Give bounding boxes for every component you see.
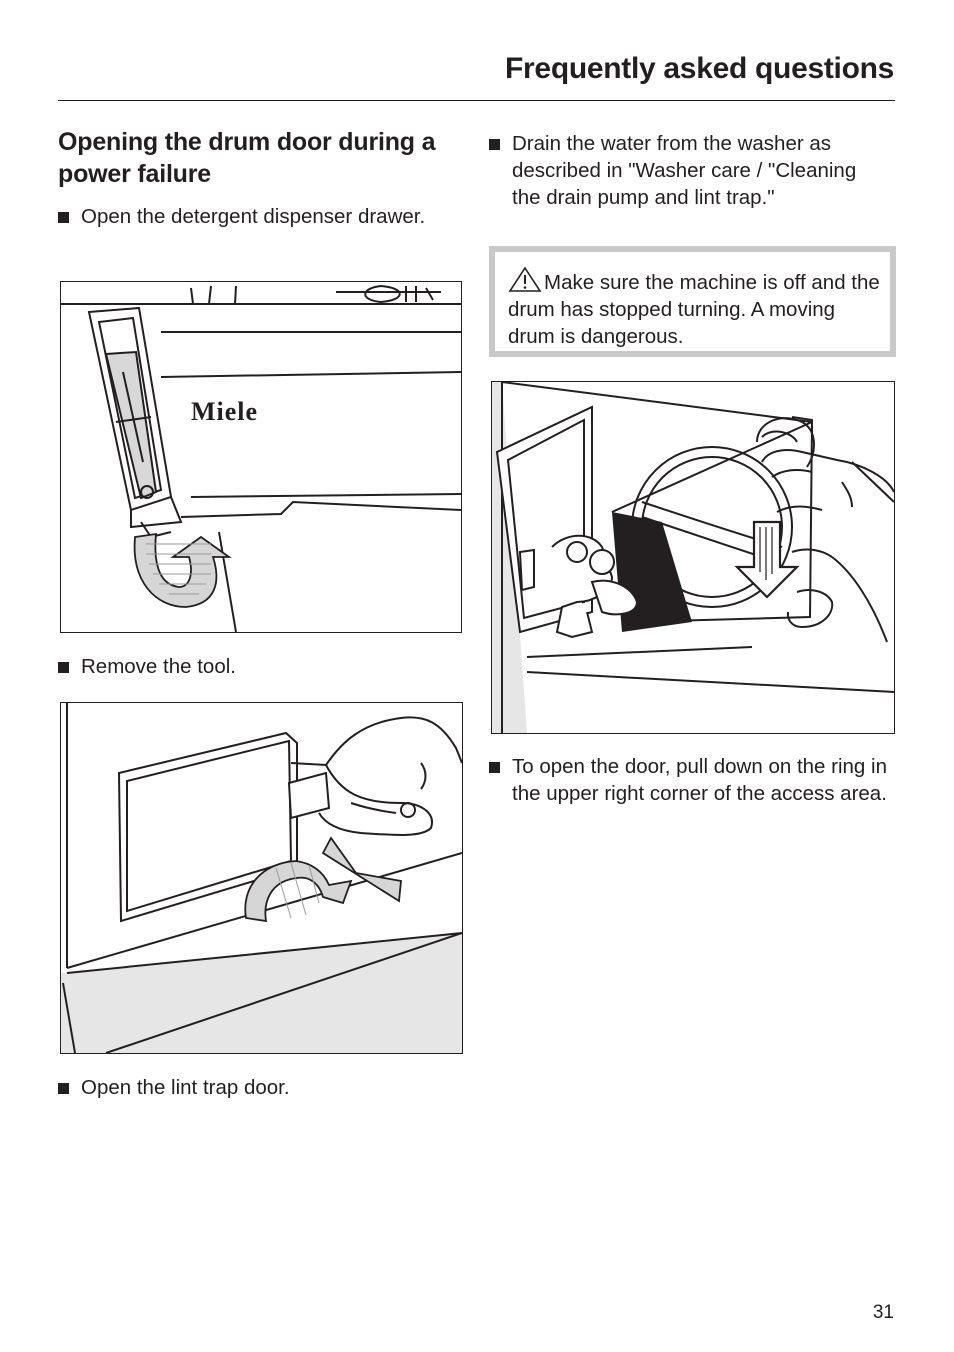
step-text: Open the lint trap door. [81,1076,290,1099]
step-open-dispenser: Open the detergent dispenser drawer. [58,203,438,230]
bullet-icon [489,762,500,773]
step-text: To open the door, pull down on the ring … [512,755,887,805]
step-text: Remove the tool. [81,655,236,678]
step-remove-tool: Remove the tool. [58,653,438,680]
page-header-title: Frequently asked questions [505,52,894,85]
bullet-icon [489,139,500,150]
bullet-icon [58,662,69,673]
figure-drum-door-ring [491,381,895,734]
step-text: Drain the water from the washer as descr… [512,132,857,209]
warning-content: Make sure the machine is off and the dru… [495,252,890,351]
miele-logo: Miele [191,397,258,426]
header-rule [58,100,895,101]
step-drain-water: Drain the water from the washer as descr… [489,130,889,211]
page-number: 31 [872,1302,894,1323]
warning-triangle-icon [508,266,542,292]
warning-text: Make sure the machine is off and the dru… [508,271,880,348]
step-open-lint-trap: Open the lint trap door. [58,1074,438,1101]
section-title: Opening the drum door during a power fai… [58,128,436,188]
bullet-icon [58,1083,69,1094]
bullet-icon [58,212,69,223]
step-text: Open the detergent dispenser drawer. [81,205,426,228]
step-pull-ring: To open the door, pull down on the ring … [489,753,889,807]
figure-detergent-dispenser: Miele [60,281,462,633]
warning-box: Make sure the machine is off and the dru… [489,246,896,357]
figure-lint-trap-door [60,702,463,1054]
